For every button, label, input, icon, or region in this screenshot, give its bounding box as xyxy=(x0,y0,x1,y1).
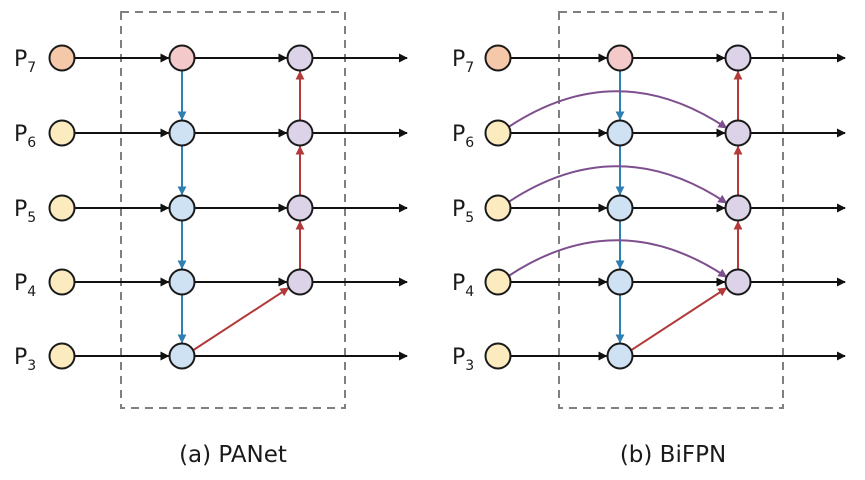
level-letter: P xyxy=(14,197,27,222)
bottom-up-arrow xyxy=(192,287,290,351)
skip-connection-arrow xyxy=(507,239,728,278)
top-down-node xyxy=(168,119,196,147)
input-node xyxy=(48,342,76,370)
level-subscript: 3 xyxy=(27,358,36,374)
level-subscript: 7 xyxy=(465,60,474,76)
input-node xyxy=(484,342,512,370)
skip-connection-arrow xyxy=(507,165,728,204)
input-node xyxy=(484,194,512,222)
level-label-p7: P7 xyxy=(14,47,36,76)
level-label-p4: P4 xyxy=(14,271,36,300)
input-node xyxy=(484,119,512,147)
output-node xyxy=(724,268,752,296)
input-node xyxy=(48,268,76,296)
top-down-node xyxy=(168,268,196,296)
level-label-p4: P4 xyxy=(452,271,474,300)
level-letter: P xyxy=(452,271,465,296)
top-down-node xyxy=(168,194,196,222)
level-letter: P xyxy=(14,47,27,72)
panel-caption: (b) BiFPN xyxy=(620,442,726,468)
top-down-node xyxy=(606,194,634,222)
level-letter: P xyxy=(452,345,465,370)
top-down-node xyxy=(606,342,634,370)
level-subscript: 6 xyxy=(27,135,36,151)
level-label-p5: P5 xyxy=(14,197,36,226)
level-subscript: 7 xyxy=(27,60,36,76)
output-node xyxy=(286,194,314,222)
fusion-block-box xyxy=(558,11,784,409)
level-subscript: 4 xyxy=(27,284,36,300)
level-subscript: 4 xyxy=(465,284,474,300)
level-subscript: 6 xyxy=(465,135,474,151)
top-down-node xyxy=(168,44,196,72)
top-down-node xyxy=(606,44,634,72)
level-label-p6: P6 xyxy=(14,122,36,151)
level-letter: P xyxy=(14,345,27,370)
top-down-node xyxy=(168,342,196,370)
output-node xyxy=(724,119,752,147)
level-label-p3: P3 xyxy=(452,345,474,374)
panel-caption: (a) PANet xyxy=(179,442,287,468)
level-subscript: 5 xyxy=(27,210,36,226)
top-down-node xyxy=(606,119,634,147)
input-node xyxy=(48,194,76,222)
output-node xyxy=(724,44,752,72)
level-subscript: 3 xyxy=(465,358,474,374)
level-letter: P xyxy=(14,271,27,296)
input-node xyxy=(48,119,76,147)
bottom-up-arrow xyxy=(630,287,728,351)
fusion-block-box xyxy=(120,11,346,409)
level-label-p6: P6 xyxy=(452,122,474,151)
skip-connection-arrow xyxy=(507,90,728,129)
input-node xyxy=(484,268,512,296)
top-down-node xyxy=(606,268,634,296)
level-letter: P xyxy=(452,197,465,222)
level-label-p3: P3 xyxy=(14,345,36,374)
level-letter: P xyxy=(452,122,465,147)
level-letter: P xyxy=(452,47,465,72)
level-letter: P xyxy=(14,122,27,147)
level-subscript: 5 xyxy=(465,210,474,226)
output-node xyxy=(286,268,314,296)
input-node xyxy=(484,44,512,72)
level-label-p7: P7 xyxy=(452,47,474,76)
level-label-p5: P5 xyxy=(452,197,474,226)
output-node xyxy=(724,194,752,222)
output-node xyxy=(286,119,314,147)
output-node xyxy=(286,44,314,72)
input-node xyxy=(48,44,76,72)
